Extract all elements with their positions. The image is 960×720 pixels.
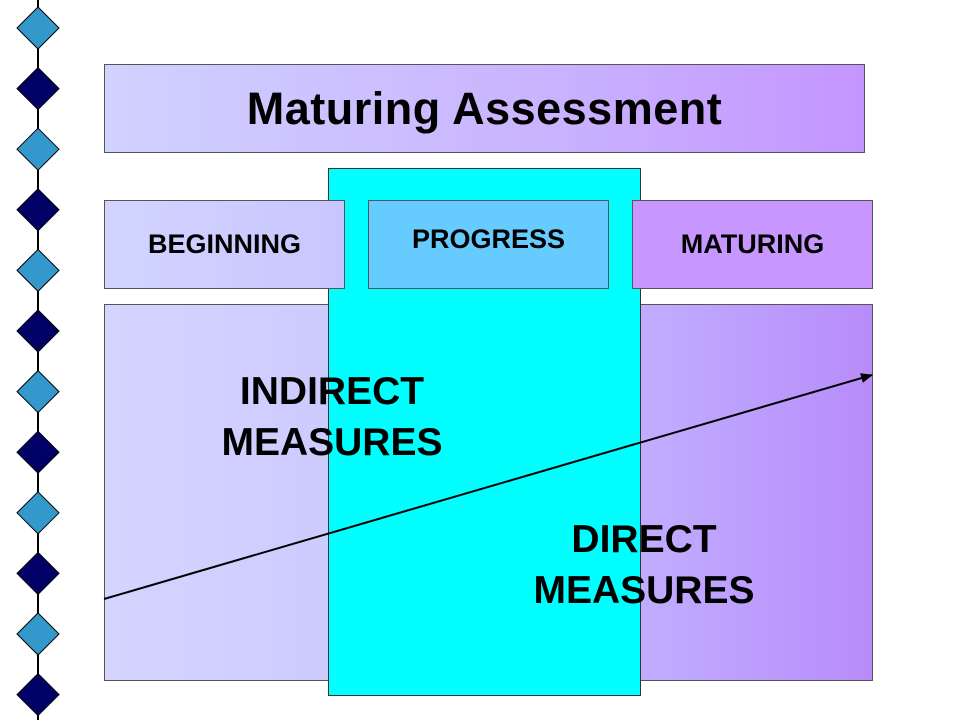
diamond-icon: [16, 248, 60, 293]
diamond-group: [16, 6, 60, 717]
diamond-icon: [16, 188, 60, 232]
diamond-icon: [16, 309, 60, 353]
diamond-icon: [16, 127, 60, 171]
diamond-icon: [16, 551, 60, 596]
stage-label-progress: PROGRESS: [411, 224, 566, 254]
stage-box-progress: PROGRESS: [368, 200, 609, 289]
diamond-icon: [16, 430, 60, 474]
page-title: Maturing Assessment: [246, 82, 723, 134]
diamond-icon: [16, 672, 60, 717]
diamond-icon: [16, 6, 60, 50]
indirect-measures-label: INDIRECT MEASURES: [221, 370, 443, 464]
stage-label-beginning: BEGINNING: [147, 229, 301, 259]
stage-box-maturing: MATURING: [632, 200, 873, 289]
diamond-chain: [16, 0, 60, 720]
diamond-icon: [16, 66, 60, 111]
stage-box-beginning: BEGINNING: [104, 200, 345, 289]
stage-label-maturing: MATURING: [680, 229, 825, 259]
diamond-icon: [16, 369, 60, 414]
direct-measures-label: DIRECT MEASURES: [533, 518, 755, 612]
diamond-icon: [16, 491, 60, 535]
diamond-icon: [16, 612, 60, 656]
title-bar: Maturing Assessment: [104, 64, 865, 153]
